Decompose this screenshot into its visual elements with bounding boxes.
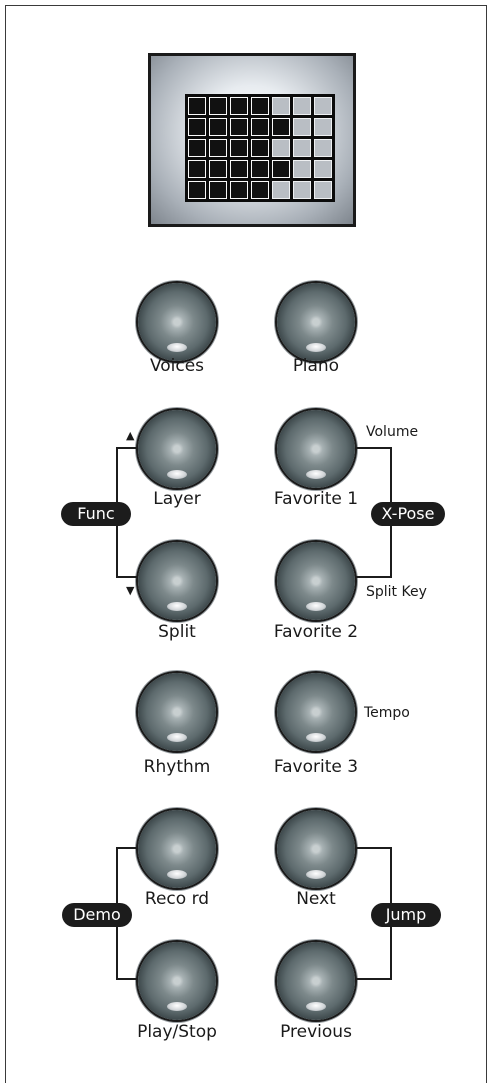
matrix-cell: [251, 160, 269, 178]
favorite-1-button[interactable]: [277, 410, 355, 488]
play-stop-button[interactable]: [138, 942, 216, 1020]
rhythm-label: Rhythm: [143, 757, 211, 777]
lcd-display: [148, 53, 356, 227]
matrix-cell: [314, 97, 332, 115]
control-panel: [5, 5, 487, 1083]
jump-bracket-bottom: [356, 978, 392, 980]
favorite-2-label: Favorite 2: [273, 622, 359, 642]
down-arrow-icon: ▼: [126, 584, 135, 597]
voices-label: Voices: [149, 356, 205, 376]
demo-badge: Demo: [62, 903, 132, 927]
matrix-cell: [209, 139, 227, 157]
matrix-cell: [251, 181, 269, 199]
record-label: Reco rd: [144, 889, 210, 909]
next-label: Next: [296, 889, 336, 909]
func-badge: Func: [61, 502, 131, 526]
matrix-cell: [188, 181, 206, 199]
record-button[interactable]: [138, 810, 216, 888]
matrix-cell: [293, 181, 311, 199]
favorite-1-label: Favorite 1: [273, 489, 359, 509]
matrix-cell: [293, 160, 311, 178]
matrix-cell: [251, 139, 269, 157]
matrix-cell: [188, 97, 206, 115]
split-key-label: Split Key: [366, 584, 427, 600]
next-button[interactable]: [277, 810, 355, 888]
matrix-cell: [230, 160, 248, 178]
split-button[interactable]: [138, 542, 216, 620]
func-bracket-bottom: [116, 576, 138, 578]
func-bracket-top: [116, 447, 138, 449]
dot-matrix: [185, 94, 335, 202]
matrix-cell: [230, 118, 248, 136]
matrix-cell: [272, 181, 290, 199]
rhythm-button[interactable]: [138, 673, 216, 751]
play-stop-label: Play/Stop: [137, 1022, 217, 1042]
piano-button[interactable]: [277, 283, 355, 361]
up-arrow-icon: ▲: [126, 429, 135, 442]
matrix-cell: [209, 160, 227, 178]
matrix-cell: [209, 181, 227, 199]
xpose-bracket-bottom: [356, 576, 392, 578]
layer-button[interactable]: [138, 410, 216, 488]
matrix-cell: [272, 139, 290, 157]
matrix-cell: [272, 118, 290, 136]
matrix-cell: [230, 97, 248, 115]
previous-label: Previous: [280, 1022, 352, 1042]
matrix-cell: [293, 139, 311, 157]
matrix-cell: [209, 97, 227, 115]
matrix-cell: [230, 181, 248, 199]
tempo-label: Tempo: [364, 705, 410, 721]
piano-label: Piano: [292, 356, 340, 376]
volume-label: Volume: [366, 424, 419, 440]
matrix-cell: [209, 118, 227, 136]
layer-label: Layer: [153, 489, 201, 509]
matrix-cell: [251, 97, 269, 115]
matrix-cell: [272, 97, 290, 115]
demo-bracket-top: [116, 847, 138, 849]
demo-bracket-bottom: [116, 978, 138, 980]
x-pose-badge: X-Pose: [371, 502, 445, 526]
matrix-cell: [230, 139, 248, 157]
matrix-cell: [188, 118, 206, 136]
jump-bracket-top: [356, 847, 392, 849]
matrix-cell: [314, 160, 332, 178]
split-label: Split: [158, 622, 196, 642]
voices-button[interactable]: [138, 283, 216, 361]
matrix-cell: [293, 97, 311, 115]
matrix-cell: [188, 139, 206, 157]
favorite-3-label: Favorite 3: [273, 757, 359, 777]
favorite-3-button[interactable]: [277, 673, 355, 751]
matrix-cell: [314, 181, 332, 199]
matrix-cell: [293, 118, 311, 136]
xpose-bracket-top: [356, 447, 392, 449]
matrix-cell: [188, 160, 206, 178]
jump-badge: Jump: [371, 903, 441, 927]
favorite-2-button[interactable]: [277, 542, 355, 620]
matrix-cell: [251, 118, 269, 136]
matrix-cell: [314, 139, 332, 157]
previous-button[interactable]: [277, 942, 355, 1020]
matrix-cell: [314, 118, 332, 136]
matrix-cell: [272, 160, 290, 178]
